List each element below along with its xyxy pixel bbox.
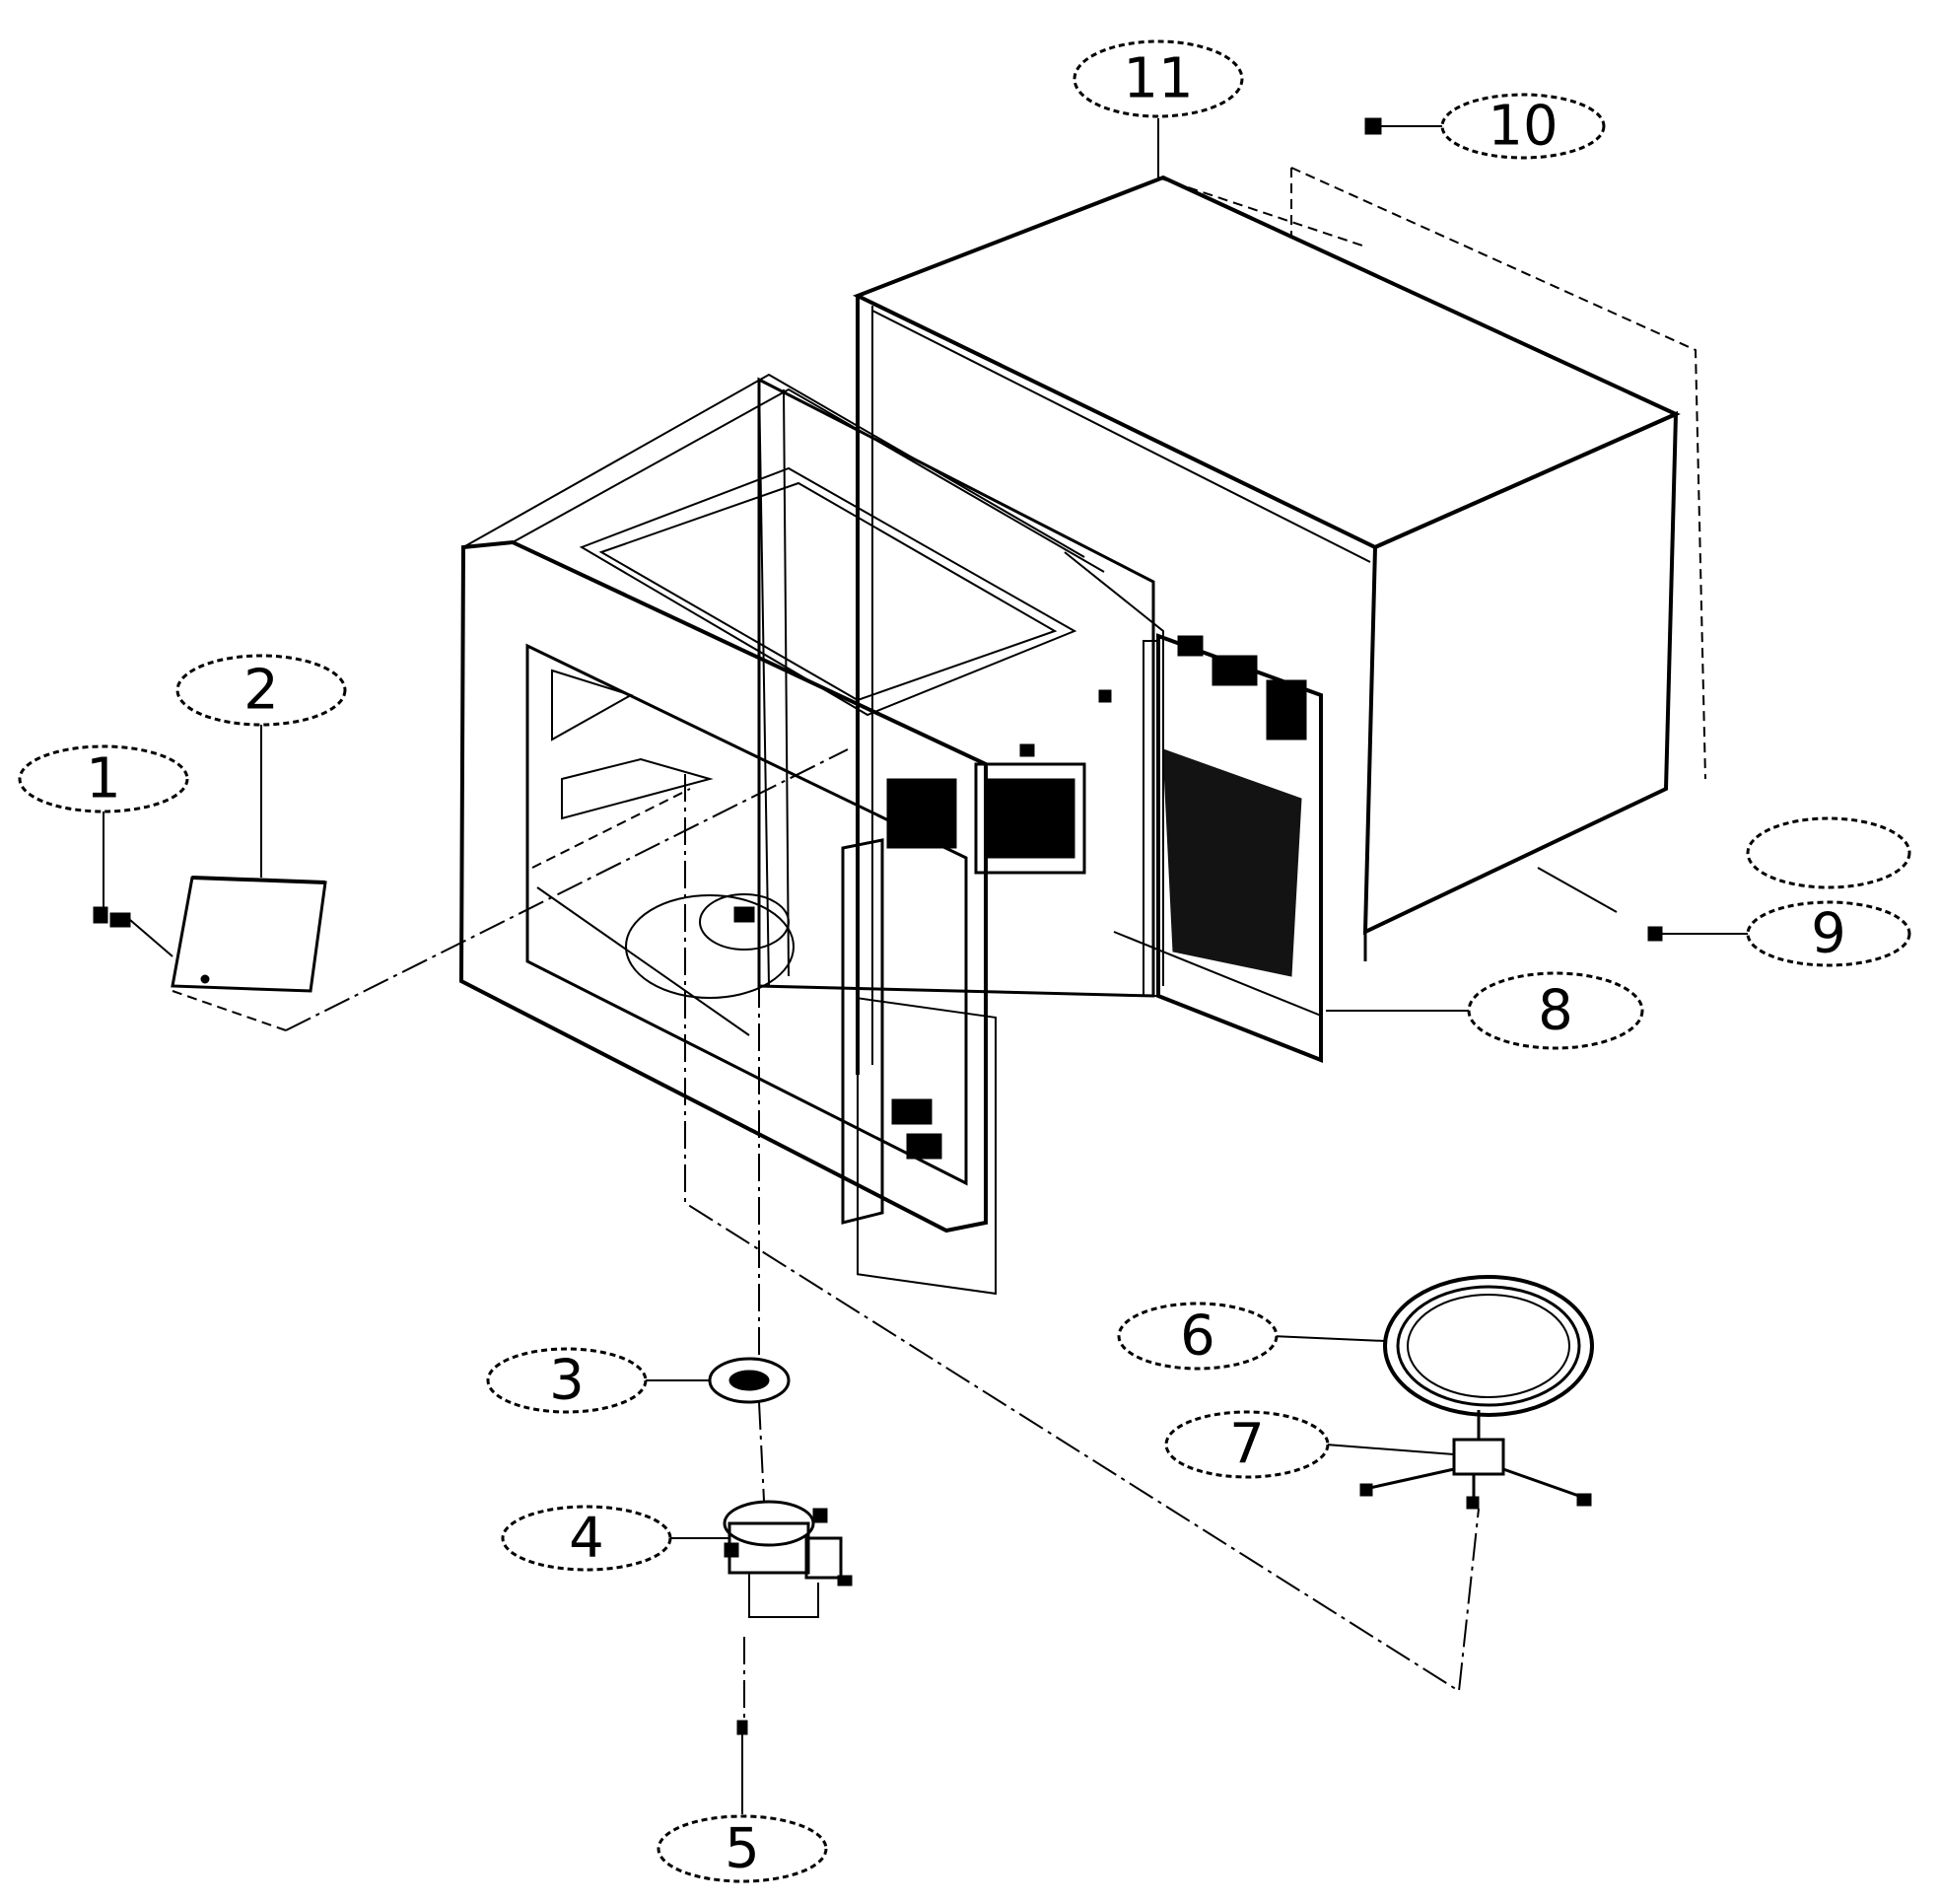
part-3-coupler [708,1357,791,1404]
callout-3-label: 3 [549,1349,585,1413]
callout-11-label: 11 [1123,47,1193,111]
callout-4: 4 [501,1505,672,1572]
part-6-ring [1383,1275,1594,1417]
part-2-plate [171,876,327,993]
callout-5-label: 5 [725,1817,760,1881]
rear-panel [1113,633,1323,1063]
part-5-screw [736,1720,748,1785]
callout-9: 9 [1746,900,1911,967]
callout-8: 8 [1467,971,1644,1050]
callout-6-label: 6 [1180,1305,1215,1369]
callout-9-label: 9 [1811,902,1846,966]
callout-4-label: 4 [569,1507,604,1571]
callout-7: 7 [1164,1410,1330,1479]
part-10-screw [1364,117,1382,135]
callout-8-label: 8 [1538,979,1573,1043]
part-1-screw [93,906,173,957]
callout-5: 5 [657,1814,828,1883]
callout-2-label: 2 [243,659,279,723]
callout-6: 6 [1117,1302,1279,1371]
assembly-lines [172,748,1480,1721]
callout-10-label: 10 [1488,95,1558,159]
cavity-front-frame [458,373,1105,1234]
part-4-motor [723,1500,853,1618]
callout-10: 10 [1440,93,1606,160]
side-panel [841,689,1112,1296]
leader-lines [103,118,1750,1814]
cavity-interior [531,669,795,1036]
part-9-screw [1537,867,1663,942]
callout-2: 2 [175,654,347,727]
part-7-support [1359,1410,1592,1510]
callout-7-label: 7 [1229,1413,1265,1477]
callout-1-label: 1 [86,747,121,811]
callout-1: 1 [18,744,189,813]
callout-blank [1746,816,1911,889]
callout-3: 3 [486,1347,648,1414]
callout-11: 11 [1073,39,1244,118]
